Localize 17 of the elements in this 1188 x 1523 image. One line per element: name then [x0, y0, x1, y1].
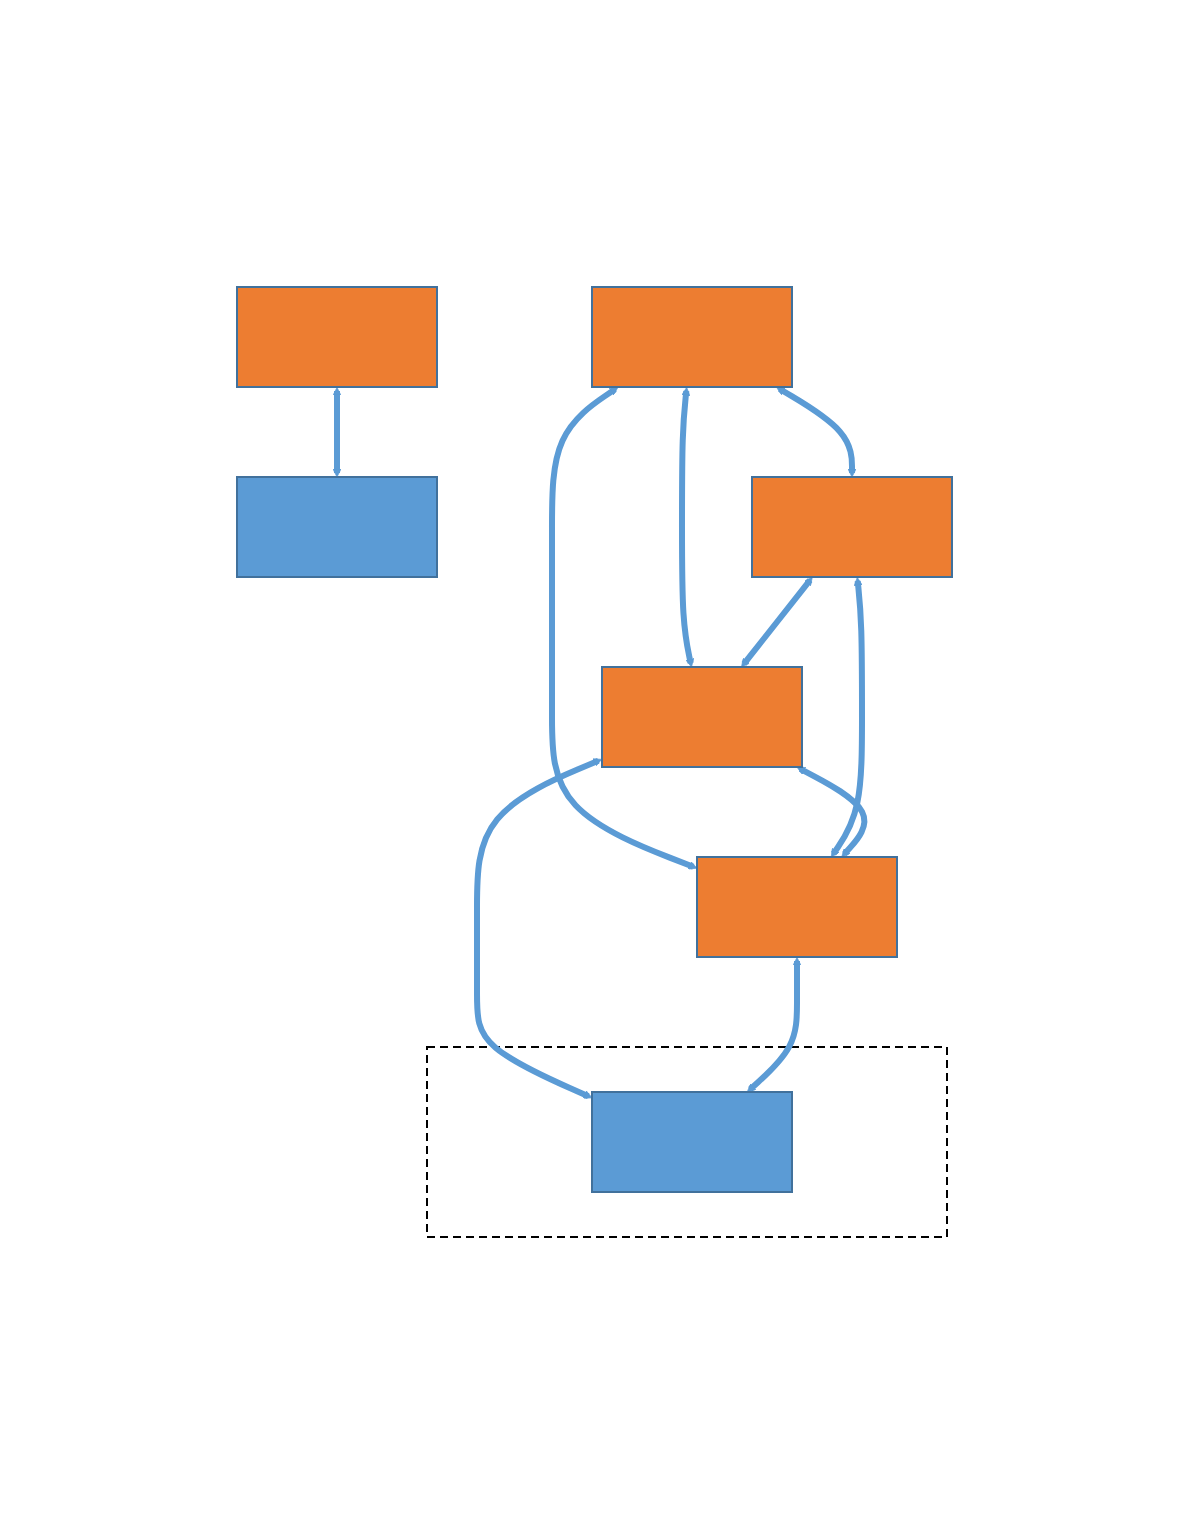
node-box	[600, 665, 803, 768]
arrow	[332, 386, 341, 477]
cluster	[425, 1045, 948, 1238]
arrow	[548, 386, 697, 870]
arrow	[796, 765, 867, 857]
node-box	[590, 285, 793, 388]
node-box	[235, 285, 438, 388]
node-box	[590, 1090, 793, 1193]
arrow	[830, 576, 865, 857]
arrow	[473, 757, 602, 1099]
arrow	[740, 576, 813, 667]
arrow	[746, 956, 801, 1092]
node-box	[235, 475, 438, 578]
arrow	[775, 385, 856, 477]
node-box	[750, 475, 953, 578]
arrow	[678, 386, 694, 667]
node-box	[695, 855, 898, 958]
